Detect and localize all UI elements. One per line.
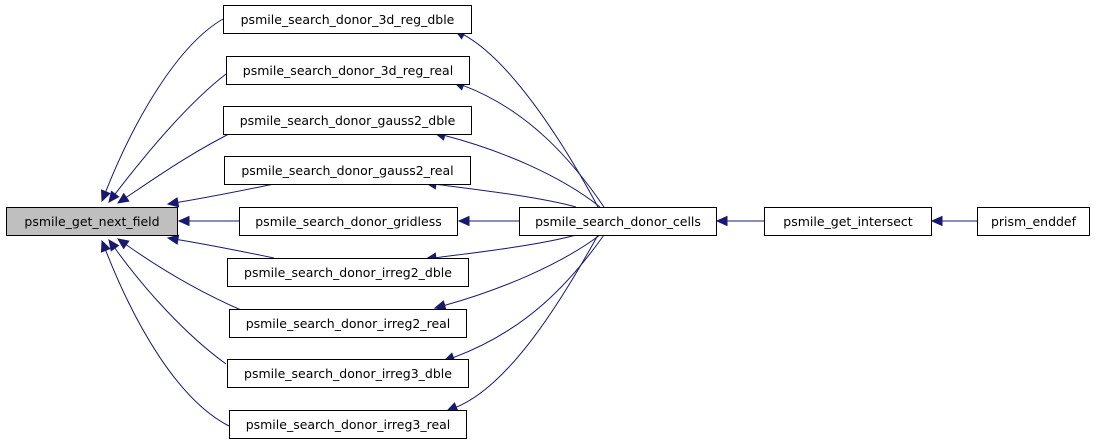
- edge-donor_cells-to-reg_real: [452, 80, 605, 208]
- edge-arrowhead: [108, 190, 120, 203]
- edge-line: [463, 85, 605, 208]
- node-irreg2-real[interactable]: psmile_search_donor_irreg2_real: [229, 309, 467, 338]
- node-label: prism_enddef: [991, 214, 1077, 229]
- edge-arrowhead: [117, 238, 130, 250]
- node-label: psmile_search_donor_irreg3_dble: [244, 366, 452, 381]
- node-box[interactable]: [227, 359, 469, 388]
- node-box[interactable]: [764, 207, 932, 236]
- node-label: psmile_search_donor_gauss2_real: [241, 163, 453, 178]
- node-label: psmile_get_next_field: [24, 214, 159, 229]
- edge-donor_cells-to-irreg2_real: [433, 234, 601, 311]
- edge-line: [105, 250, 230, 427]
- edge-irreg2_dble-to-next_field: [166, 234, 275, 259]
- node-label: psmile_search_donor_cells: [535, 214, 701, 229]
- node-label: psmile_search_donor_3d_reg_dble: [241, 12, 455, 27]
- node-label: psmile_search_donor_3d_reg_real: [243, 63, 453, 78]
- node-donor-cells[interactable]: psmile_search_donor_cells: [519, 207, 717, 236]
- node-irreg3-dble[interactable]: psmile_search_donor_irreg3_dble: [227, 359, 469, 388]
- node-box[interactable]: [229, 410, 467, 439]
- node-gauss2-real[interactable]: psmile_search_donor_gauss2_real: [224, 156, 471, 185]
- node-label: psmile_get_intersect: [783, 214, 912, 229]
- node-box[interactable]: [519, 207, 717, 236]
- node-gridless[interactable]: psmile_search_donor_gridless: [239, 207, 458, 236]
- edge-line: [453, 234, 605, 359]
- node-gauss2-dble[interactable]: psmile_search_donor_gauss2_dble: [223, 106, 472, 135]
- edge-arrowhead: [166, 234, 180, 245]
- node-box[interactable]: [224, 156, 471, 185]
- node-next-field[interactable]: psmile_get_next_field: [6, 207, 178, 236]
- node-box[interactable]: [229, 309, 467, 338]
- edge-line: [456, 234, 599, 408]
- node-box[interactable]: [223, 5, 472, 34]
- node-layer: psmile_get_next_field psmile_search_donor…: [6, 5, 1090, 439]
- edge-line: [444, 135, 601, 208]
- edge-line: [125, 244, 242, 311]
- node-label: psmile_search_donor_gauss2_dble: [240, 113, 456, 128]
- edge-line: [114, 247, 227, 365]
- edge-gauss2_real-to-next_field: [166, 183, 275, 208]
- node-enddef[interactable]: prism_enddef: [977, 207, 1090, 236]
- edge-line: [105, 18, 224, 192]
- edge-arrowhead: [930, 215, 943, 227]
- edge-arrowhead: [108, 239, 120, 252]
- edge-arrowhead: [715, 215, 728, 227]
- edge-arrowhead: [166, 197, 180, 208]
- node-label: psmile_search_donor_irreg2_dble: [244, 265, 452, 280]
- node-box[interactable]: [226, 56, 470, 85]
- edge-reg_real-to-next_field: [108, 73, 227, 203]
- edge-gauss2_dble-to-next_field: [116, 127, 242, 204]
- edge-arrowhead: [433, 300, 447, 311]
- node-box[interactable]: [223, 106, 472, 135]
- edge-gridless-to-next_field: [177, 215, 239, 227]
- node-box[interactable]: [239, 207, 458, 236]
- edge-arrowhead: [116, 192, 130, 204]
- node-box[interactable]: [6, 207, 178, 236]
- node-label: psmile_search_donor_irreg2_real: [246, 316, 451, 331]
- edge-line: [444, 234, 601, 306]
- edge-line: [114, 73, 227, 195]
- edge-arrowhead: [457, 215, 470, 227]
- node-irreg3-real[interactable]: psmile_search_donor_irreg3_real: [229, 410, 467, 439]
- edge-donor_cells-to-irreg3_real: [445, 234, 599, 412]
- node-reg-real[interactable]: psmile_search_donor_3d_reg_real: [226, 56, 470, 85]
- node-irreg2-dble[interactable]: psmile_search_donor_irreg2_dble: [227, 258, 469, 287]
- node-label: psmile_search_donor_irreg3_real: [246, 417, 451, 432]
- node-box[interactable]: [977, 207, 1090, 236]
- edge-line: [463, 34, 599, 208]
- edge-irreg3_dble-to-next_field: [108, 239, 227, 365]
- edge-line: [435, 183, 577, 208]
- edge-donor_cells-to-gridless: [457, 215, 519, 227]
- edge-arrowhead: [100, 239, 111, 253]
- node-reg-dble[interactable]: psmile_search_donor_3d_reg_dble: [223, 5, 472, 34]
- edge-layer: [100, 18, 977, 427]
- edge-line: [177, 239, 275, 259]
- edge-irreg2_real-to-next_field: [117, 238, 242, 311]
- edge-intersect-to-donor_cells: [715, 215, 764, 227]
- node-intersect[interactable]: psmile_get_intersect: [764, 207, 932, 236]
- edge-enddef-to-intersect: [930, 215, 977, 227]
- edge-arrowhead: [100, 189, 111, 203]
- edge-line: [435, 234, 577, 259]
- edge-reg_dble-to-next_field: [100, 18, 224, 203]
- edge-line: [177, 183, 275, 203]
- edge-arrowhead: [177, 215, 190, 227]
- edge-irreg3_real-to-next_field: [100, 239, 230, 427]
- node-label: psmile_search_donor_gridless: [255, 214, 442, 229]
- edge-donor_cells-to-reg_dble: [453, 29, 599, 208]
- edge-line: [126, 127, 242, 198]
- node-box[interactable]: [227, 258, 469, 287]
